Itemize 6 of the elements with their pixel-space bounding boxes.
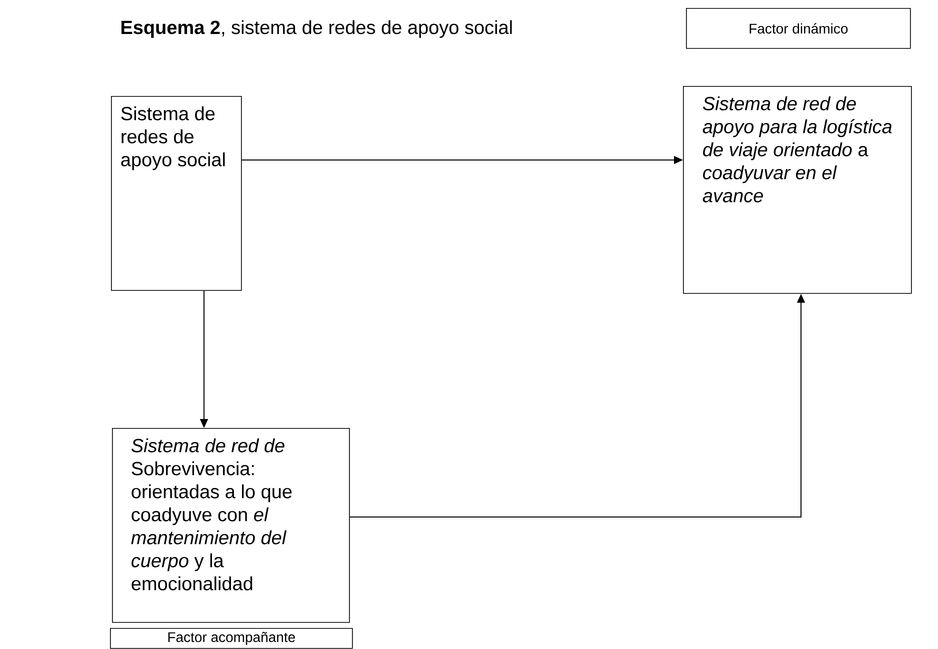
- process-box: Sistema de redes de apoyo social: [111, 96, 242, 291]
- label-box: Factor acompañante: [110, 628, 353, 649]
- title: Esquema 2, sistema de redes de apoyo social: [121, 20, 512, 38]
- process-box: Sistema de red de apoyo para la logística de viaje orientado a coadyuvar en el avance: [683, 86, 912, 294]
- process-box: Sistema de red de Sobrevivencia: orientadas a lo que coadyuve con el mantenimiento del cuerpo y la emocionalidad: [112, 428, 350, 623]
- label-box: Factor dinámico: [686, 8, 911, 49]
